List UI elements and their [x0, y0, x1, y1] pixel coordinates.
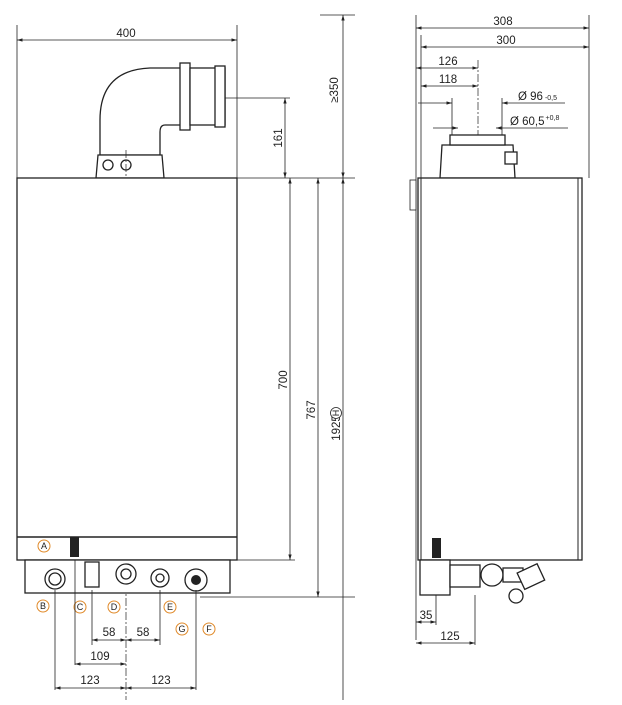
svg-text:G: G — [178, 624, 185, 634]
dim-offset-a: 109 — [90, 651, 109, 663]
dim-flue-axis-body: 118 — [439, 74, 457, 86]
dim-depth-body: 300 — [496, 35, 515, 47]
svg-text:A: A — [41, 541, 47, 551]
flue-adapter — [439, 144, 516, 179]
label-b: B — [36, 599, 50, 613]
label-d: D — [107, 600, 121, 614]
dim-connection-height: 767 — [306, 400, 318, 419]
boiler-body — [16, 177, 238, 561]
dim-flue-outer: Ø 96-0,5 — [518, 91, 557, 103]
dim-offset-right: 123 — [151, 675, 170, 687]
svg-text:C: C — [77, 602, 84, 612]
label-a: A — [37, 539, 51, 553]
svg-text:B: B — [40, 601, 46, 611]
dim-depth-total: 308 — [493, 16, 512, 28]
svg-text:E: E — [167, 602, 173, 612]
dim-width: 400 — [116, 28, 135, 40]
label-c: C — [73, 600, 87, 614]
dim-bottom-depth: 125 — [440, 631, 459, 643]
connection-a — [70, 537, 79, 557]
marker-h: H — [331, 410, 341, 417]
boiler-body-side — [417, 177, 583, 561]
front-view: A B C D E G F 400 161 700 767 ≥350 1925 … — [16, 14, 355, 700]
connection-fittings-side — [419, 538, 546, 604]
label-e: E — [163, 600, 177, 614]
dim-installation-height: 1925 — [331, 415, 343, 441]
svg-text:F: F — [206, 624, 212, 634]
label-g: G — [175, 622, 189, 636]
label-f: F — [202, 622, 216, 636]
dim-flue-inner: Ø 60,5+0,8 — [510, 115, 559, 128]
svg-text:D: D — [111, 602, 118, 612]
dim-flue-height: 161 — [273, 128, 285, 147]
dim-flue-axis-total: 126 — [438, 56, 457, 68]
dim-bottom-offset: 35 — [420, 610, 433, 622]
dim-body-height: 700 — [278, 370, 290, 389]
dim-clearance: ≥350 — [329, 77, 341, 103]
connection-fittings — [24, 537, 231, 594]
flue-elbow — [95, 62, 226, 179]
side-view: 308 300 126 118 Ø 96-0,5 Ø 60,5+0,8 35 1… — [409, 15, 590, 645]
dim-spacing-left: 58 — [103, 627, 116, 639]
dim-offset-left: 123 — [80, 675, 99, 687]
dim-spacing-right: 58 — [137, 627, 150, 639]
